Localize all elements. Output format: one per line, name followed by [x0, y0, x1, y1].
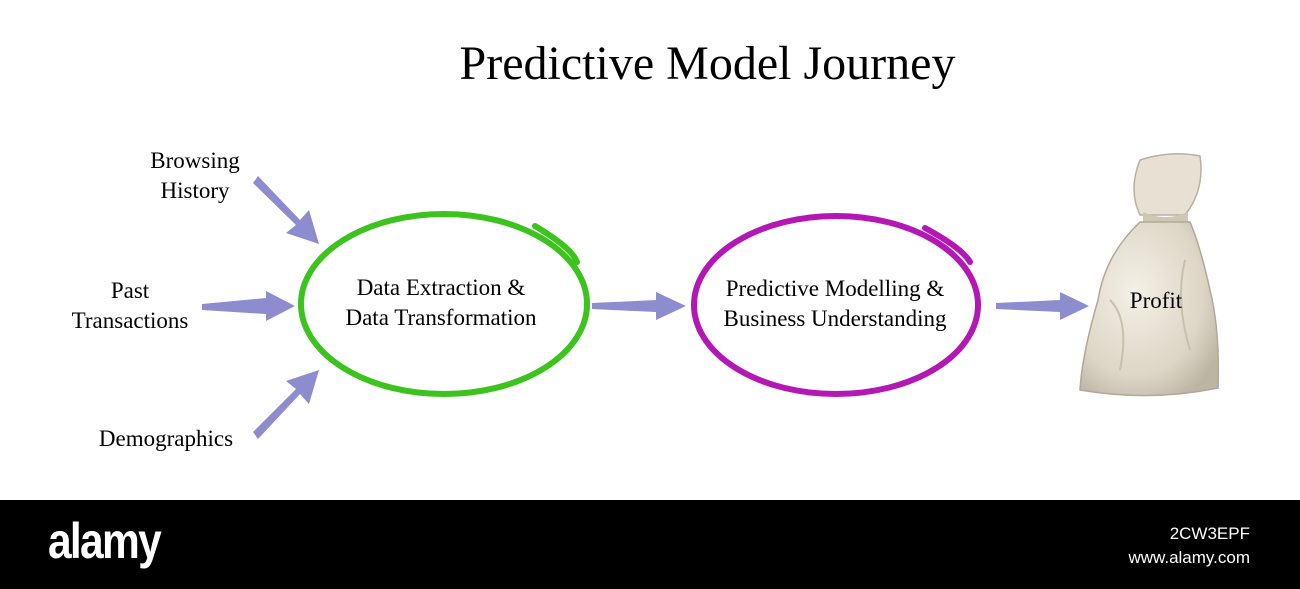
arrow-demographics — [253, 370, 319, 439]
watermark-site: www.alamy.com — [1128, 548, 1250, 567]
result-label-profit: Profit — [1129, 288, 1183, 313]
money-bag-icon — [1079, 153, 1220, 397]
arrow-browsing-history — [253, 176, 319, 244]
arrow-stage2-to-profit — [996, 292, 1089, 320]
watermark-image-id: 2CW3EPF — [1169, 524, 1250, 543]
stage-ellipse-predictive-modelling — [691, 213, 981, 397]
stage-label-predictive-modelling: Predictive Modelling &Business Understan… — [723, 276, 947, 331]
stage-ellipse-data-extraction — [298, 211, 590, 397]
arrow-past-transactions — [202, 291, 295, 321]
arrow-stage1-to-stage2 — [592, 292, 686, 320]
watermark-info: 2CW3EPF www.alamy.com — [1128, 522, 1250, 570]
input-label-demographics: Demographics — [98, 426, 234, 451]
stage-label-data-extraction: Data Extraction &Data Transformation — [345, 275, 537, 330]
diagram-canvas: Predictive Model Journey — [71, 37, 1220, 451]
watermark-bar: alamy 2CW3EPF www.alamy.com — [0, 500, 1300, 589]
diagram-graphics — [202, 153, 1220, 439]
page-title: Predictive Model Journey — [459, 37, 956, 90]
watermark-logo: alamy — [48, 513, 162, 569]
